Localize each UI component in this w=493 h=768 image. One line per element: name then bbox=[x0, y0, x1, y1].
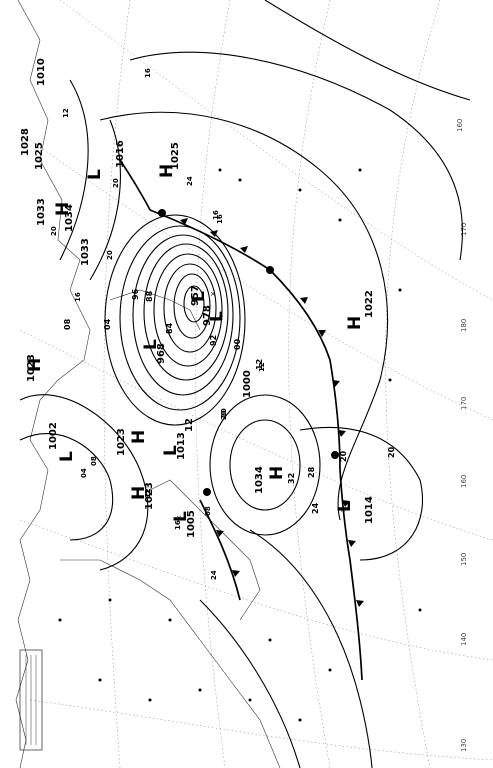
isobar-labels: 1010 1028 1025 1033 1034 1033 1016 1025 … bbox=[20, 58, 396, 580]
isobar-label: 1014 bbox=[364, 496, 375, 524]
isobar-label: 1033 bbox=[80, 238, 91, 266]
isobar-label: 1034 bbox=[254, 466, 265, 494]
lon-label: 170 bbox=[460, 397, 468, 410]
station-plots bbox=[58, 168, 422, 722]
coastline bbox=[15, 0, 281, 768]
isobar-label: 16 bbox=[74, 292, 82, 302]
fronts bbox=[119, 159, 364, 681]
low-center: L bbox=[57, 451, 77, 462]
high-center: H bbox=[25, 358, 45, 372]
isobar-label: 20 bbox=[387, 446, 396, 458]
lon-label: 130 bbox=[460, 739, 468, 752]
isobar-label: 08 bbox=[90, 456, 98, 466]
lon-label: 150 bbox=[460, 553, 468, 566]
isobar-label: 1033 bbox=[36, 198, 47, 226]
isobar-label: 92 bbox=[209, 335, 218, 346]
isobar-label: 1013 bbox=[176, 432, 187, 460]
low-center: L bbox=[85, 169, 105, 180]
isobar-label: 12 bbox=[62, 108, 70, 118]
low-center: L bbox=[161, 445, 181, 456]
cold-front bbox=[149, 209, 363, 681]
isobar-label: 20 bbox=[50, 226, 58, 236]
low-center: L bbox=[189, 291, 209, 302]
isobars bbox=[19, 0, 471, 768]
lon-label: 160 bbox=[460, 475, 468, 488]
isobar-label: 20 bbox=[106, 250, 114, 260]
low-marker: × bbox=[176, 514, 182, 522]
isobar-label: 1023 bbox=[116, 428, 127, 456]
lon-label: 180 bbox=[460, 319, 468, 332]
isobar-label: 1023 bbox=[26, 354, 37, 382]
isobar-label: 24 bbox=[186, 176, 194, 186]
isobar-label: 978 bbox=[202, 305, 213, 326]
low-center: L bbox=[335, 501, 355, 512]
isobar-label: 04 bbox=[103, 318, 112, 330]
isobar-label: 1023 bbox=[144, 482, 155, 510]
cold-front bbox=[199, 499, 241, 601]
legend-block bbox=[19, 649, 43, 751]
isobar-label: 08 bbox=[63, 318, 72, 330]
high-center: H bbox=[129, 486, 149, 500]
isobar-label: 1025 bbox=[34, 142, 45, 170]
isobar-label: 1016 bbox=[115, 140, 126, 168]
isobar-label: 1000 bbox=[242, 370, 253, 398]
lon-label: 170 bbox=[460, 223, 468, 236]
isobar-label: 957 bbox=[190, 285, 201, 306]
isobar-label: 968 bbox=[156, 343, 167, 364]
isobar-label: 20 bbox=[339, 450, 348, 462]
high-center: H bbox=[345, 316, 365, 330]
isobar-label: 88 bbox=[145, 290, 154, 302]
isobar-label: 96 bbox=[131, 288, 140, 300]
high-center: H bbox=[53, 202, 73, 216]
low-marker: × bbox=[340, 506, 346, 514]
low-marker: × bbox=[218, 314, 224, 322]
high-center: H bbox=[157, 164, 177, 178]
isobar-label: 20 bbox=[220, 410, 228, 420]
isobar-label: 16 bbox=[174, 520, 182, 530]
occluded-front bbox=[119, 159, 151, 211]
isobar-label: 12 bbox=[258, 362, 266, 372]
isobar-label: 24 bbox=[210, 570, 218, 580]
lon-label: 160 bbox=[456, 119, 464, 132]
isobar-label: 12 bbox=[184, 418, 195, 432]
low-center: L bbox=[207, 311, 227, 322]
isobar-label: 1010 bbox=[36, 58, 47, 86]
isobar-label: 08 bbox=[204, 506, 212, 516]
isobar-label: 20 bbox=[220, 408, 228, 418]
isobar-label: 00 bbox=[233, 338, 242, 350]
isobar-label: 16 bbox=[212, 210, 220, 220]
isobar-label: 1005 bbox=[186, 510, 197, 538]
pressure-centers: H H L L L H H L H L H L H L L × × × × bbox=[25, 164, 365, 522]
isobar-label: 20 bbox=[112, 178, 120, 188]
lon-label: 140 bbox=[460, 633, 468, 646]
isobar-label: 24 bbox=[311, 502, 320, 514]
isobar-label: 16 bbox=[216, 214, 224, 224]
low-center: L bbox=[171, 511, 191, 522]
high-center: H bbox=[267, 466, 287, 480]
isobar-label: 32 bbox=[287, 473, 296, 484]
graticule-labels: 160 170 180 170 160 150 140 130 bbox=[456, 119, 468, 752]
isobar-label: 1002 bbox=[48, 422, 59, 450]
low-marker: × bbox=[210, 290, 216, 298]
front-symbols bbox=[158, 209, 364, 607]
graticule bbox=[19, 0, 493, 768]
isobar-label: 28 bbox=[307, 466, 316, 478]
isobar-label: 1022 bbox=[364, 290, 375, 318]
isobar-label: 1034 bbox=[64, 204, 75, 232]
isobar-label: 12 bbox=[144, 488, 152, 498]
low-center: L bbox=[141, 339, 161, 350]
isobar-label: 84 bbox=[165, 322, 174, 334]
isobar-label: 12 bbox=[255, 359, 264, 370]
isobar-label: 04 bbox=[80, 468, 88, 478]
isobar-label: 1025 bbox=[170, 142, 181, 170]
isobar-label: 1028 bbox=[20, 128, 31, 156]
isobar-label: 16 bbox=[144, 68, 152, 78]
high-center: H bbox=[129, 430, 149, 444]
